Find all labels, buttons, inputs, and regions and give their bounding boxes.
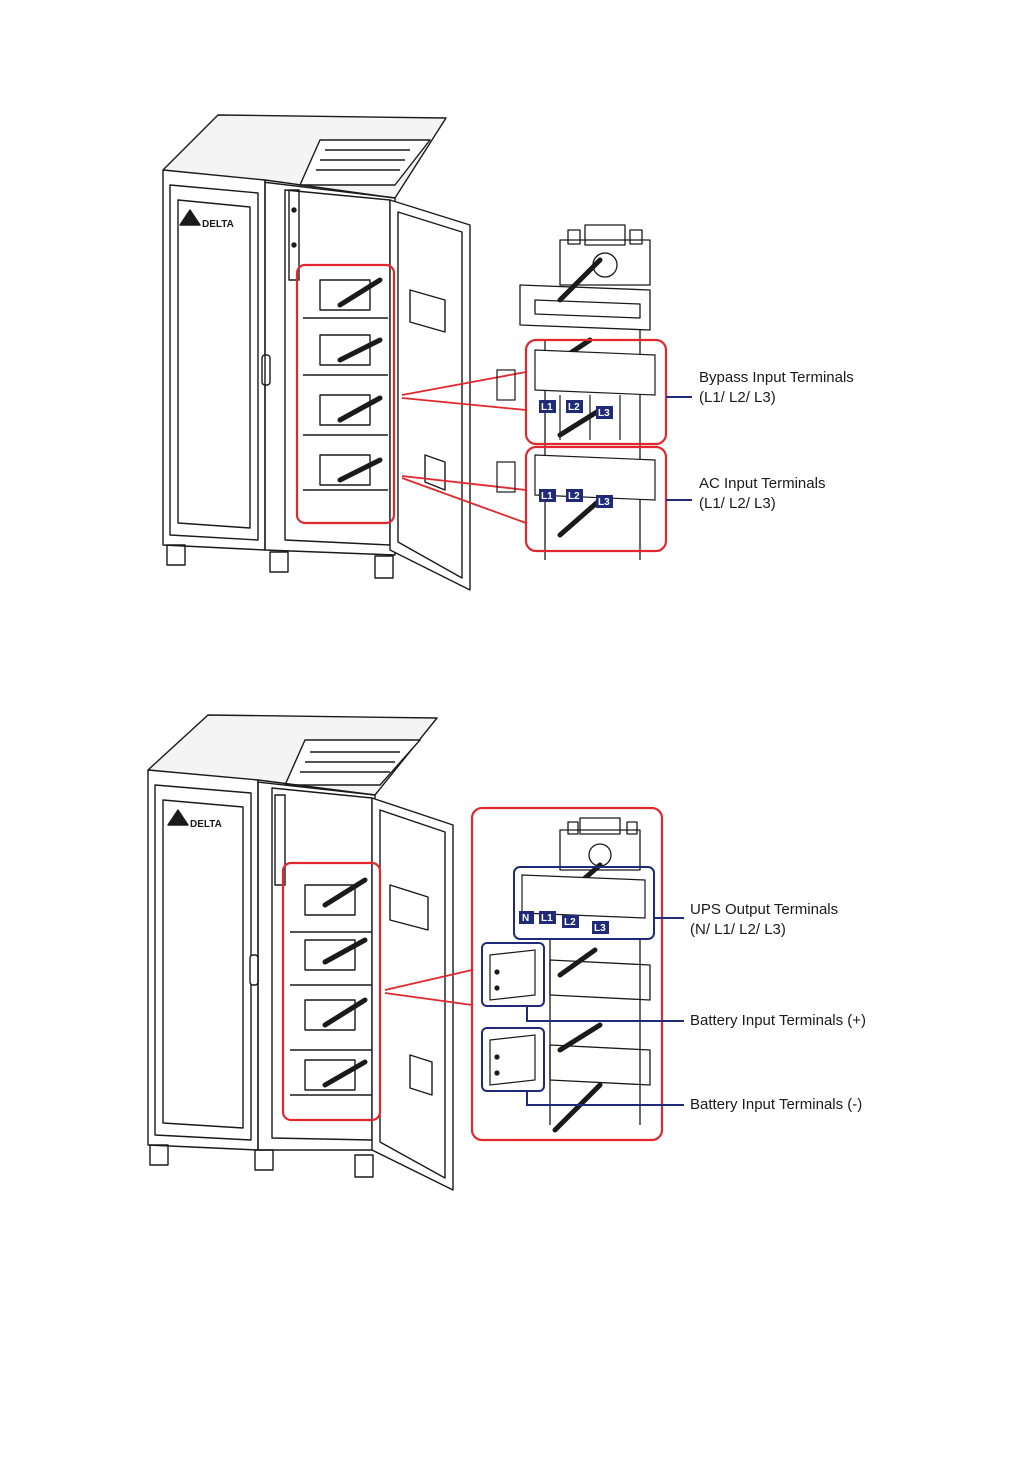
ups-output-terminals-label: UPS Output Terminals (N/ L1/ L2/ L3): [690, 900, 838, 940]
callout-phases: (L1/ L2/ L3): [699, 494, 825, 514]
ups-cabinet-drawing-top: DELTA: [0, 0, 1032, 620]
callout-title: Battery Input Terminals (+): [690, 1011, 866, 1031]
callout-title: UPS Output Terminals: [690, 900, 838, 920]
figure-input-terminals: DELTA: [0, 0, 1032, 620]
svg-text:L2: L2: [568, 402, 580, 413]
battery-input-positive-label: Battery Input Terminals (+): [690, 1011, 866, 1031]
callout-phases: (L1/ L2/ L3): [699, 388, 854, 408]
callout-phases: (N/ L1/ L2/ L3): [690, 920, 838, 940]
svg-text:N: N: [522, 913, 529, 924]
svg-text:L1: L1: [541, 402, 553, 413]
figure-output-battery-terminals: DELTA: [0, 700, 1032, 1200]
callout-title: Battery Input Terminals (-): [690, 1095, 862, 1115]
logo-text: DELTA: [202, 219, 234, 230]
svg-text:L3: L3: [594, 923, 606, 934]
svg-text:L1: L1: [541, 491, 553, 502]
ac-input-terminals-label: AC Input Terminals (L1/ L2/ L3): [699, 474, 825, 514]
svg-text:L3: L3: [598, 408, 610, 419]
svg-text:L1: L1: [541, 913, 553, 924]
svg-text:L2: L2: [564, 917, 576, 928]
callout-title: Bypass Input Terminals: [699, 368, 854, 388]
logo-text: DELTA: [190, 819, 222, 830]
svg-text:L3: L3: [598, 497, 610, 508]
ups-cabinet-drawing-bottom: DELTA: [0, 700, 1032, 1200]
bypass-input-terminals-label: Bypass Input Terminals (L1/ L2/ L3): [699, 368, 854, 408]
svg-text:L2: L2: [568, 491, 580, 502]
callout-title: AC Input Terminals: [699, 474, 825, 494]
battery-input-negative-label: Battery Input Terminals (-): [690, 1095, 862, 1115]
